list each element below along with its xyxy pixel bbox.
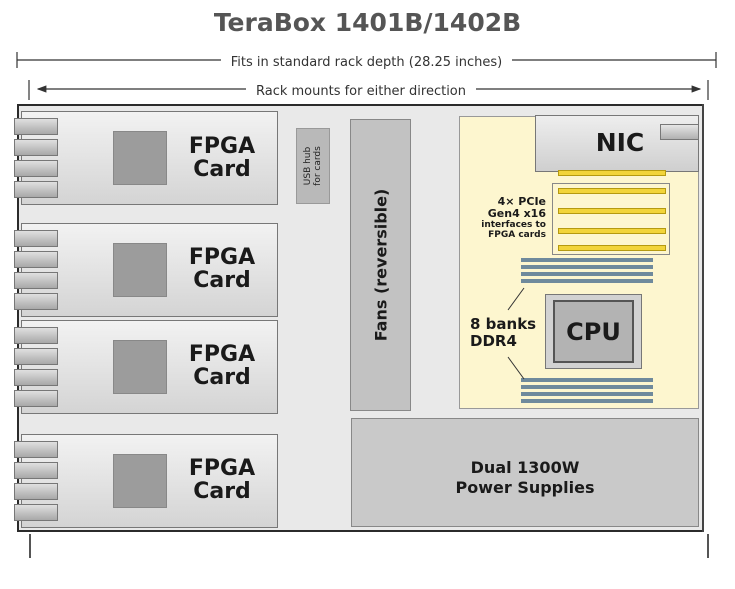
pcie-slot-4 — [558, 245, 666, 251]
power-supplies — [351, 418, 699, 527]
ram-stick — [521, 272, 653, 276]
fpga-card-3-port-4 — [14, 390, 58, 407]
fpga-card-3-port-1 — [14, 327, 58, 344]
psu-label: Dual 1300W Power Supplies — [455, 458, 595, 497]
fpga-card-2-port-3 — [14, 272, 58, 289]
ram-stick — [521, 279, 653, 283]
rack-foot-right — [707, 534, 709, 558]
ram-stick — [521, 265, 653, 269]
pcie-slot-1 — [558, 188, 666, 194]
rack-mount-label: Rack mounts for either direction — [245, 84, 477, 99]
fpga-chip-2 — [113, 243, 167, 297]
ram-stick — [521, 385, 653, 389]
ram-stick — [521, 392, 653, 396]
pcie-label: 4× PCIe Gen4 x16 interfaces to FPGA card… — [481, 195, 546, 241]
fans-module: Fans (reversible) — [350, 119, 411, 411]
ram-pointer-lines — [507, 287, 525, 380]
fpga-card-4-port-1 — [14, 441, 58, 458]
fpga-card-1-port-1 — [14, 118, 58, 135]
fpga-card-1-port-3 — [14, 160, 58, 177]
fpga-card-1-port-4 — [14, 181, 58, 198]
rack-depth-label: Fits in standard rack depth (28.25 inche… — [220, 55, 513, 70]
fpga-card-4-port-4 — [14, 504, 58, 521]
fpga-chip-3 — [113, 340, 167, 394]
nic-connector — [660, 124, 699, 140]
fpga-chip-4 — [113, 454, 167, 508]
fpga-card-4-port-3 — [14, 483, 58, 500]
fpga-card-1-port-2 — [14, 139, 58, 156]
fpga-card-4 — [21, 434, 278, 528]
fpga-card-2 — [21, 223, 278, 317]
fans-label: Fans (reversible) — [371, 188, 390, 342]
diagram-title: TeraBox 1401B/1402B — [213, 8, 522, 37]
ram-label: 8 banks DDR4 — [470, 315, 537, 350]
pcie-slot-2 — [558, 208, 666, 214]
fpga-card-2-port-4 — [14, 293, 58, 310]
pcie-slot-group — [552, 183, 670, 255]
rack-foot-left — [29, 534, 31, 558]
nic-label: NIC — [595, 128, 645, 157]
ram-stick — [521, 258, 653, 262]
cpu-label: CPU — [566, 318, 621, 346]
fpga-card-3-port-2 — [14, 348, 58, 365]
cpu-chip — [553, 300, 634, 363]
pcie-slot-3 — [558, 228, 666, 234]
ram-stick — [521, 399, 653, 403]
ram-stick — [521, 378, 653, 382]
fpga-card-2-port-2 — [14, 251, 58, 268]
fpga-card-3-port-3 — [14, 369, 58, 386]
fpga-card-4-port-2 — [14, 462, 58, 479]
fpga-chip-1 — [113, 131, 167, 185]
chassis-rail — [702, 104, 704, 532]
pcie-slot-top — [558, 170, 666, 176]
fpga-card-2-port-1 — [14, 230, 58, 247]
